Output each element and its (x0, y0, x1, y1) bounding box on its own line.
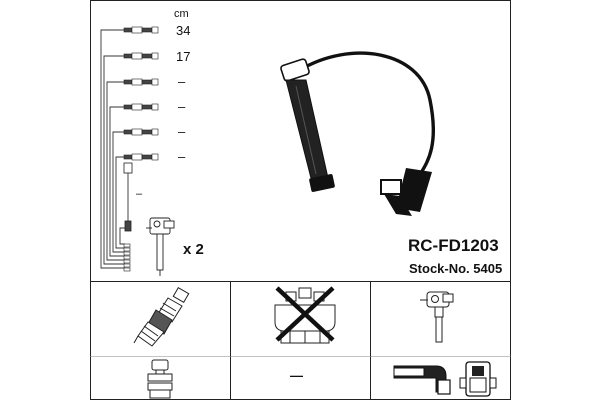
stock-number: Stock-No. 5405 (409, 261, 503, 276)
coil-on-plug-icon (420, 291, 454, 343)
length-label-1: 34 (176, 23, 191, 38)
length-label-3: – (178, 74, 186, 89)
coil-lead-length-label: – (136, 188, 143, 200)
length-label-2: 17 (176, 49, 191, 64)
distributor-cap-crossed-icon (274, 286, 336, 344)
unit-label: cm (174, 8, 189, 20)
cable-connector-4 (123, 103, 159, 111)
cable-connector-1 (123, 26, 159, 34)
angled-boot-connector-icon (393, 361, 497, 397)
quantity-label: x 2 (183, 241, 204, 258)
end-terminals (123, 243, 131, 272)
cable-connector-6 (123, 153, 159, 161)
spark-plug-icon (133, 286, 190, 347)
cable-connector-2 (123, 52, 159, 60)
length-label-4: – (178, 99, 186, 114)
spark-plug-terminal-icon (147, 359, 173, 399)
cable-connector-5 (123, 128, 159, 136)
ignition-cable-icon (280, 51, 435, 192)
coil-lead-terminal-icon (123, 162, 133, 232)
product-code: RC-FD1203 (408, 236, 499, 255)
cable-connectors (123, 26, 159, 161)
length-label-6: – (178, 149, 186, 164)
length-label-5: – (178, 124, 186, 139)
no-distributor-dash: — (290, 368, 303, 383)
ignition-coil-icon (380, 168, 432, 216)
cable-connector-3 (123, 78, 159, 86)
coil-on-plug-small-icon (146, 217, 175, 276)
cable-set-schematic (100, 29, 129, 269)
